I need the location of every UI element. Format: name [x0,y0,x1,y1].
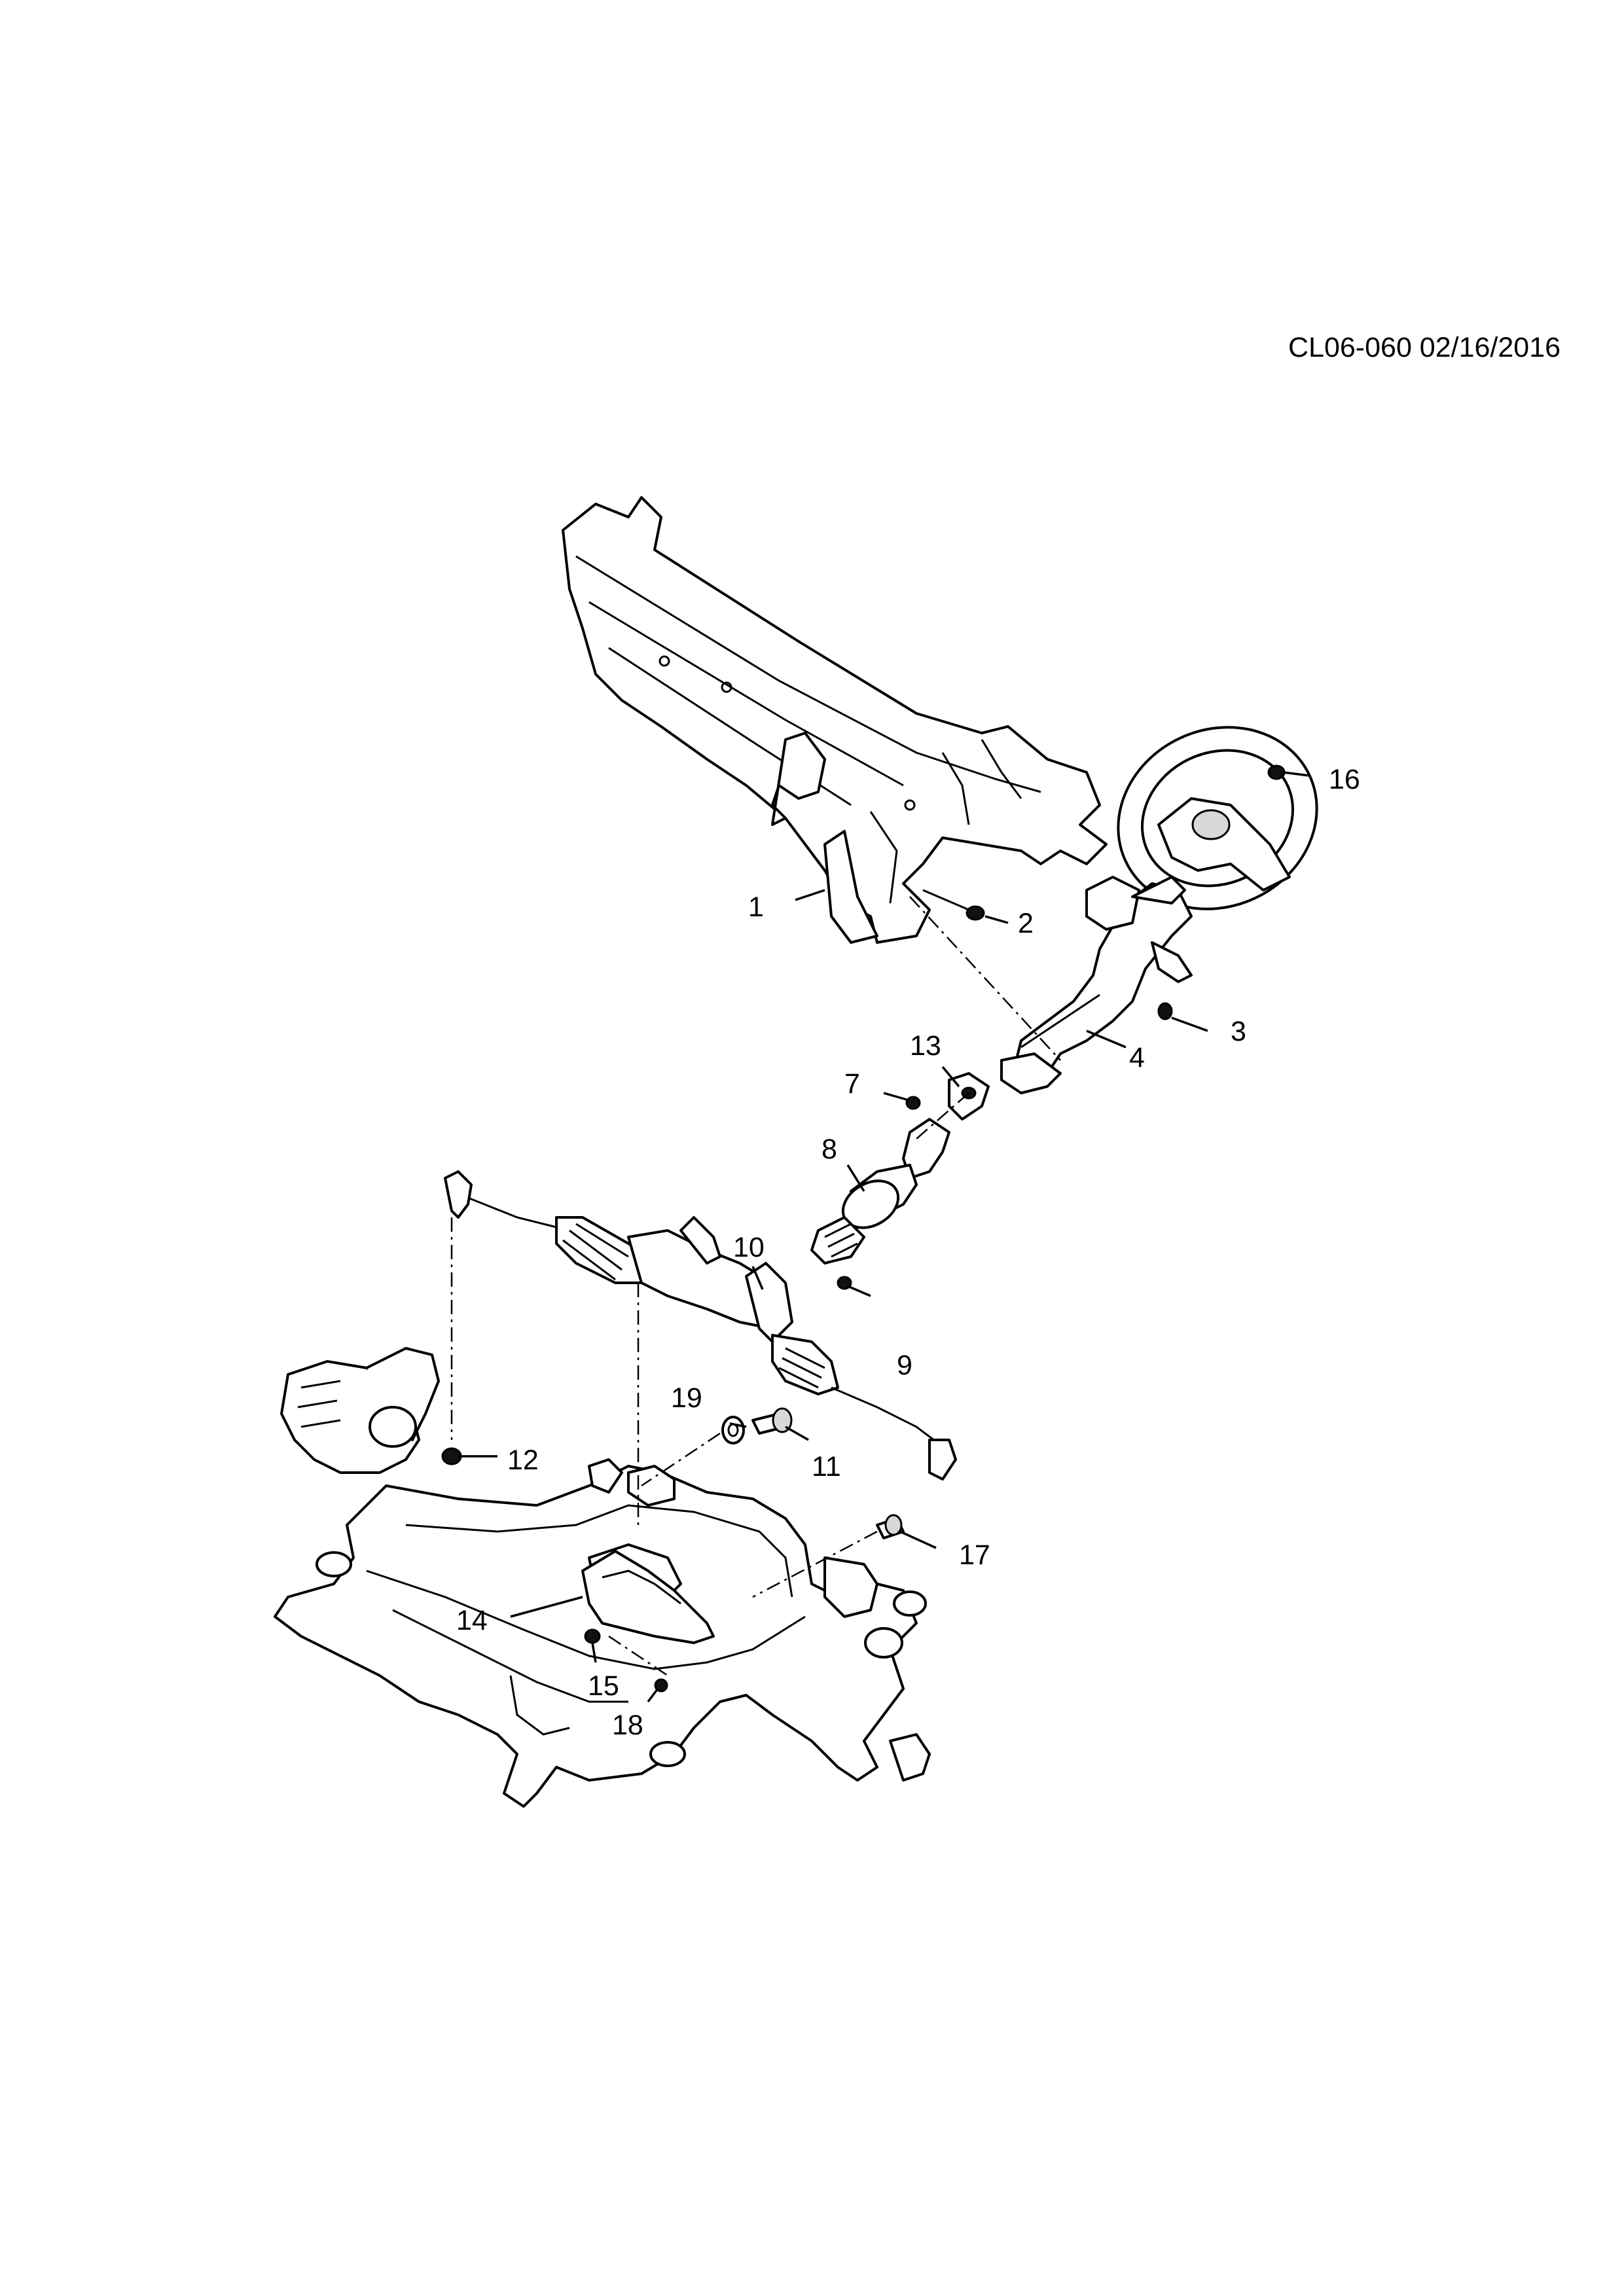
callout-8: 8 [821,1134,837,1165]
leader-lines [458,771,1310,1703]
callout-16: 16 [1329,764,1360,795]
callout-10: 10 [733,1232,765,1263]
steering-gear-rack [444,1170,957,1480]
callout-18: 18 [612,1710,643,1741]
callout-7: 7 [844,1068,860,1100]
callout-12: 12 [507,1444,539,1476]
cross-car-beam [562,496,1108,944]
callout-1: 1 [748,891,764,923]
callout-13: 13 [910,1030,941,1062]
callout-15: 15 [588,1670,619,1702]
callout-2: 2 [1018,908,1034,939]
callout-3: 3 [1231,1016,1246,1047]
intermediate-shaft [810,1118,950,1265]
drawing-reference: CL06-060 02/16/2016 [1288,332,1561,363]
alignment-lines [450,896,1061,1677]
heat-shield [581,1550,715,1644]
callout-labels: 1 2 3 4 7 8 9 10 11 12 13 14 15 16 17 18… [456,764,1360,1741]
callout-11: 11 [812,1451,841,1482]
steering-knuckle-brake [280,1347,440,1474]
steering-wheel [1117,726,1318,910]
steering-column [1000,876,1193,1094]
callout-17: 17 [959,1539,990,1571]
callout-9: 9 [897,1350,912,1381]
callout-4: 4 [1129,1042,1145,1073]
callout-14: 14 [456,1605,488,1636]
front-subframe [274,1458,931,1808]
callout-19: 19 [671,1382,702,1414]
